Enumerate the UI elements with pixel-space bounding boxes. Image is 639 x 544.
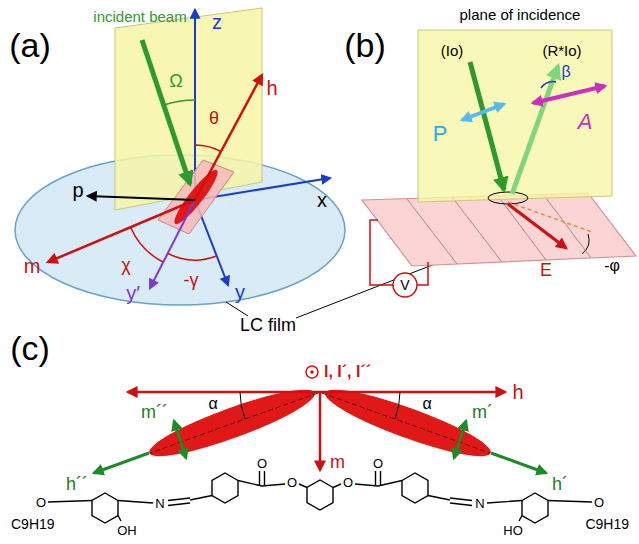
incident-beam <box>142 40 190 184</box>
atom-label: O <box>256 457 268 470</box>
m-double-prime-vector <box>174 421 186 458</box>
axis-label: z <box>212 12 222 32</box>
angle-label: θ <box>209 109 219 127</box>
electrode-stripes <box>407 194 591 264</box>
omega-arc <box>164 100 195 105</box>
angle-label: α <box>422 396 431 412</box>
voltage-label: V <box>400 278 409 292</box>
atom-label: HO <box>502 524 524 537</box>
wire <box>417 262 428 285</box>
alpha-arc <box>395 392 400 419</box>
field-arrow <box>508 204 566 248</box>
intensity-label: (R*Io) <box>542 43 581 58</box>
vector-label: m <box>24 256 41 276</box>
angle-label: β <box>561 64 570 80</box>
p-vector <box>88 196 195 200</box>
axis-label: l, l´, l´´ <box>324 364 371 380</box>
h-prime-vector <box>491 453 546 473</box>
vector-label: h <box>266 78 277 98</box>
wire <box>370 220 393 285</box>
incidence-plane <box>115 8 262 210</box>
analyzer-label: A <box>578 111 593 133</box>
h-vector <box>320 391 505 394</box>
beta-arc <box>541 82 556 88</box>
field-label: E <box>540 261 552 279</box>
gamma-arc <box>168 254 217 260</box>
m-vector <box>319 392 322 470</box>
panel-label: (a) <box>9 28 51 62</box>
vector-label: h <box>512 382 523 402</box>
alpha-arc <box>240 392 245 419</box>
angle-label: Ω <box>169 72 182 90</box>
atom-label: OH <box>116 524 138 537</box>
reference-line <box>508 202 592 232</box>
substituent-label: C9H19 <box>10 517 56 531</box>
vector-label: m <box>330 453 345 471</box>
intensity-label: (Io) <box>441 43 464 58</box>
theta-arc <box>195 145 221 152</box>
angle-label: α <box>208 396 217 412</box>
panel-label: (b) <box>344 28 386 62</box>
h-vector <box>195 75 262 200</box>
vector-label: m´ <box>472 403 493 421</box>
atom-label: O <box>342 476 354 489</box>
chi-arc <box>131 227 164 262</box>
m-vector <box>48 200 195 262</box>
panel-label: (c) <box>10 331 50 365</box>
lc-film-cell <box>362 193 636 266</box>
molecule-structure <box>48 471 592 523</box>
vector-label: p <box>72 180 83 200</box>
atom-label: N <box>474 497 485 510</box>
h-double-prime-vector <box>94 453 149 473</box>
axis-label: x <box>317 190 327 210</box>
vector-label: h´´ <box>66 475 88 493</box>
out-of-plane-symbol <box>306 366 318 378</box>
angle-label: χ <box>121 256 130 274</box>
atom-label: O <box>372 457 384 470</box>
vector-label: m´´ <box>141 403 168 421</box>
atom-label: N <box>154 497 165 510</box>
h-vector <box>128 391 320 394</box>
atom-label: O <box>286 476 298 489</box>
atom-label: O <box>593 496 605 509</box>
angle-label: -φ <box>604 258 620 274</box>
phi-arc <box>582 234 589 254</box>
polarizer-label: P <box>433 123 448 145</box>
substituent-label: C9H19 <box>584 517 630 531</box>
reflected-beam <box>512 66 558 194</box>
axis-label: y <box>235 282 245 302</box>
leader-line <box>226 302 248 316</box>
m-prime-vector <box>454 421 466 458</box>
angle-label: -γ <box>184 271 199 289</box>
polarizer-arrow <box>462 104 504 120</box>
film-label: LC film <box>240 316 296 334</box>
analyzer-arrow <box>533 86 605 103</box>
incident-beam <box>470 62 504 190</box>
out-of-plane-symbol <box>310 370 314 374</box>
leader-line <box>296 262 440 318</box>
plane-label: plane of incidence <box>460 7 581 22</box>
atom-label: O <box>35 496 47 509</box>
voltage-source <box>393 273 417 297</box>
axis-label: y′ <box>126 283 140 303</box>
vector-label: h´ <box>552 475 568 493</box>
beam-label: incident beam <box>93 9 186 24</box>
incidence-plane <box>418 30 612 202</box>
